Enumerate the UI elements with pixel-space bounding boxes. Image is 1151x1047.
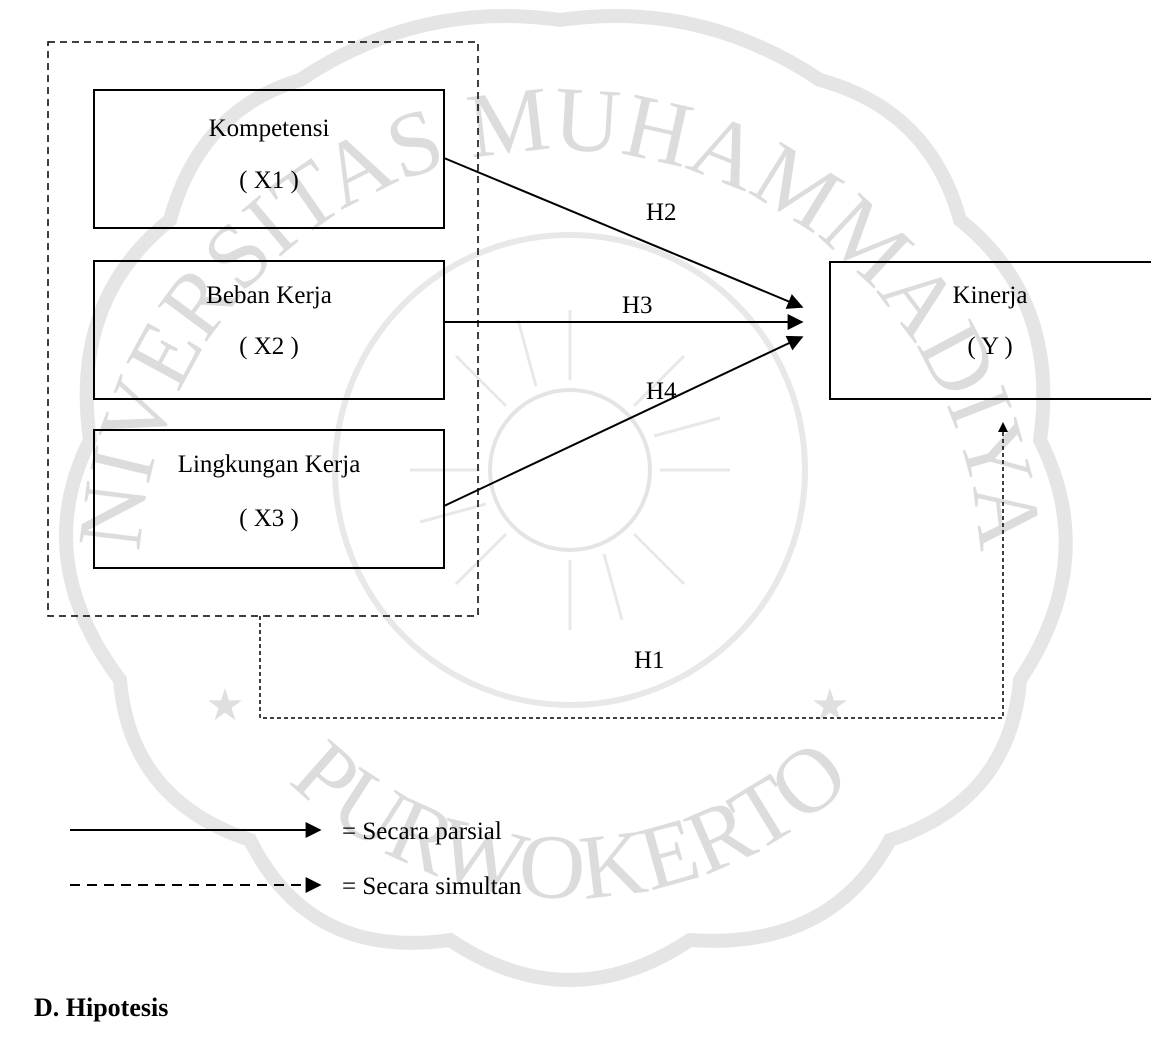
variable-box-y: Kinerja ( Y ) bbox=[829, 261, 1151, 400]
x3-code: ( X3 ) bbox=[239, 505, 299, 532]
variable-box-x3: Lingkungan Kerja ( X3 ) bbox=[93, 429, 445, 569]
x1-code: ( X1 ) bbox=[239, 167, 299, 194]
h1-label: H1 bbox=[634, 647, 665, 674]
arrow-x1-to-y bbox=[443, 157, 804, 309]
h3-label: H3 bbox=[622, 292, 653, 319]
y-title: Kinerja bbox=[953, 282, 1028, 309]
independent-variables-group-box bbox=[47, 41, 479, 617]
legend-partial-label: = Secara parsial bbox=[342, 818, 502, 845]
x2-title: Beban Kerja bbox=[206, 282, 332, 309]
star-left-icon: ★ bbox=[205, 681, 244, 730]
variable-box-x2: Beban Kerja ( X2 ) bbox=[93, 260, 445, 400]
y-code: ( Y ) bbox=[967, 333, 1012, 360]
x3-title: Lingkungan Kerja bbox=[178, 451, 361, 478]
arrow-simultaneous-to-y bbox=[259, 422, 1008, 719]
emblem-center bbox=[488, 388, 652, 552]
h2-label: H2 bbox=[646, 199, 677, 226]
arrow-x3-to-y bbox=[443, 335, 804, 507]
legend: = Secara parsial = Secara simultan bbox=[70, 818, 522, 900]
section-heading: D. Hipotesis bbox=[34, 993, 169, 1022]
seal-outline bbox=[59, 9, 1073, 987]
seal-inner-ring bbox=[332, 232, 808, 708]
x1-title: Kompetensi bbox=[209, 115, 330, 142]
legend-simultaneous-label: = Secara simultan bbox=[342, 873, 522, 900]
h4-label: H4 bbox=[646, 378, 677, 405]
x2-code: ( X2 ) bbox=[239, 333, 299, 360]
star-right-icon: ★ bbox=[810, 681, 849, 730]
variable-box-x1: Kompetensi ( X1 ) bbox=[93, 89, 445, 229]
sun-rays-emblem bbox=[410, 310, 730, 630]
